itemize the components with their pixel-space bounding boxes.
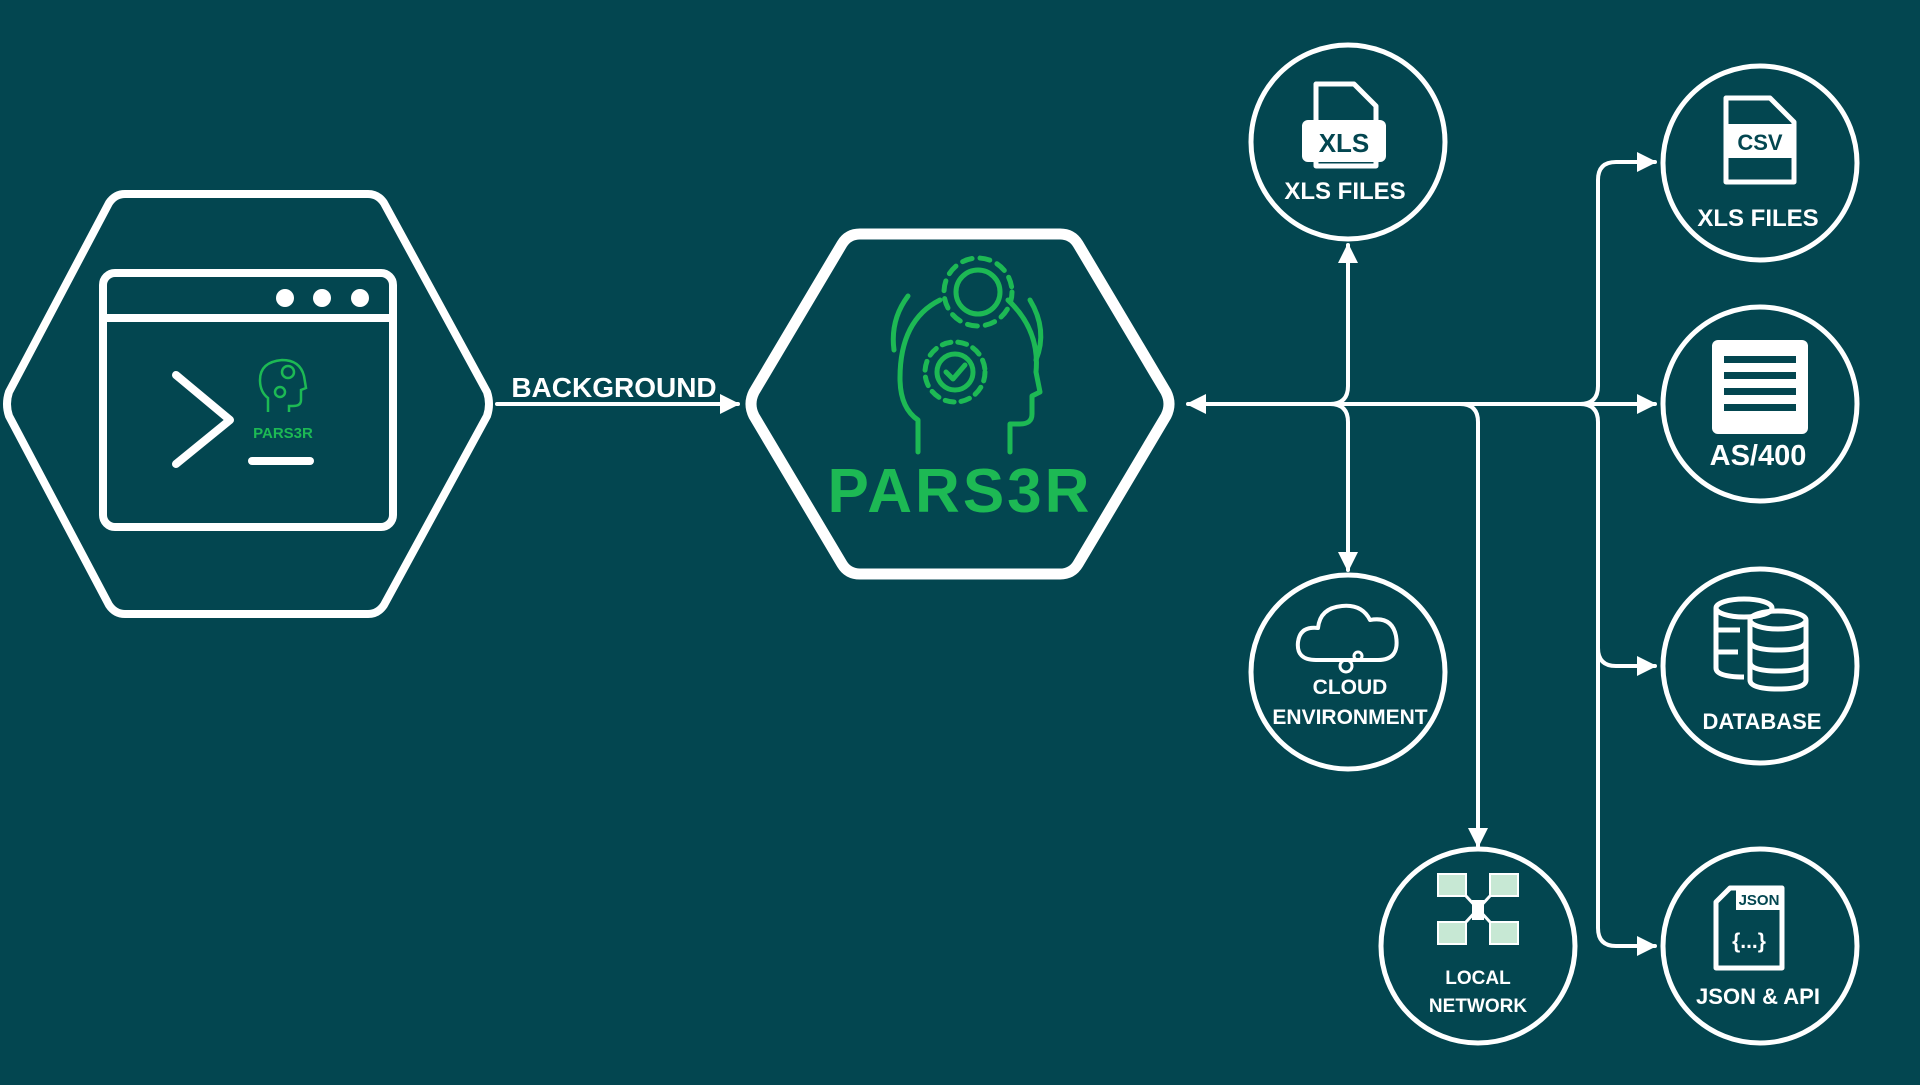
node-network-label-line2: NETWORK: [1429, 996, 1527, 1017]
document-lines-icon: [1712, 340, 1808, 434]
connector-json: [1596, 638, 1657, 956]
connector-xls: [1328, 243, 1358, 406]
node-database-circle: [1660, 566, 1860, 766]
node-cloud-circle: [1248, 572, 1448, 772]
small-head-gears-icon: [258, 358, 308, 412]
node-as400-circle: [1660, 304, 1860, 504]
xls-file-icon: XLS: [1302, 81, 1386, 169]
source-hexagon: [3, 190, 493, 618]
node-xls-label: XLS FILES: [1284, 178, 1405, 205]
cloud-gears-icon: [1295, 603, 1399, 674]
node-cloud-label-line1: CLOUD: [1313, 676, 1388, 699]
source-logo-text: PARS3R: [253, 425, 313, 442]
node-xls: XLS XLS FILES: [1248, 42, 1448, 242]
json-file-icon: JSON {...}: [1713, 885, 1785, 971]
connector-database: [1578, 402, 1657, 676]
node-csv: CSV XLS FILES: [1660, 63, 1860, 263]
node-database-label: DATABASE: [1703, 709, 1822, 734]
connector-network: [1458, 402, 1488, 848]
terminal-window-icon: [99, 269, 397, 531]
node-network-circle: [1378, 846, 1578, 1046]
node-json: JSON {...} JSON & API: [1660, 846, 1860, 1046]
node-database: DATABASE: [1660, 566, 1860, 766]
csv-file-icon: CSV: [1723, 95, 1797, 185]
node-xls-circle: [1248, 42, 1448, 242]
node-json-circle: [1660, 846, 1860, 1046]
connectors: [495, 152, 1657, 956]
node-as400-label: AS/400: [1710, 440, 1807, 472]
hub-node: PARS3R: [745, 228, 1175, 580]
background-label: BACKGROUND: [511, 372, 716, 403]
xls-badge: XLS: [1319, 128, 1370, 158]
connector-csv: [1578, 152, 1657, 406]
local-network-icon: [1437, 873, 1519, 945]
csv-badge: CSV: [1737, 130, 1783, 155]
hub-hexagon: [745, 228, 1175, 580]
node-cloud: CLOUD ENVIRONMENT: [1248, 572, 1448, 772]
json-code: {...}: [1732, 930, 1766, 953]
node-csv-label: XLS FILES: [1697, 205, 1818, 232]
node-cloud-label-line2: ENVIRONMENT: [1272, 706, 1427, 729]
source-node: PARS3R: [3, 190, 493, 618]
connector-cloud: [1328, 402, 1358, 572]
node-network-label-line1: LOCAL: [1445, 968, 1511, 989]
node-csv-circle: [1660, 63, 1860, 263]
node-network: LOCAL NETWORK: [1378, 846, 1578, 1046]
node-json-label: JSON & API: [1696, 984, 1820, 1009]
json-badge: JSON: [1739, 892, 1780, 909]
database-icon: [1713, 596, 1809, 692]
head-gears-icon: [890, 255, 1044, 455]
node-as400: AS/400: [1660, 304, 1860, 504]
hub-logo-text: PARS3R: [828, 457, 1093, 526]
